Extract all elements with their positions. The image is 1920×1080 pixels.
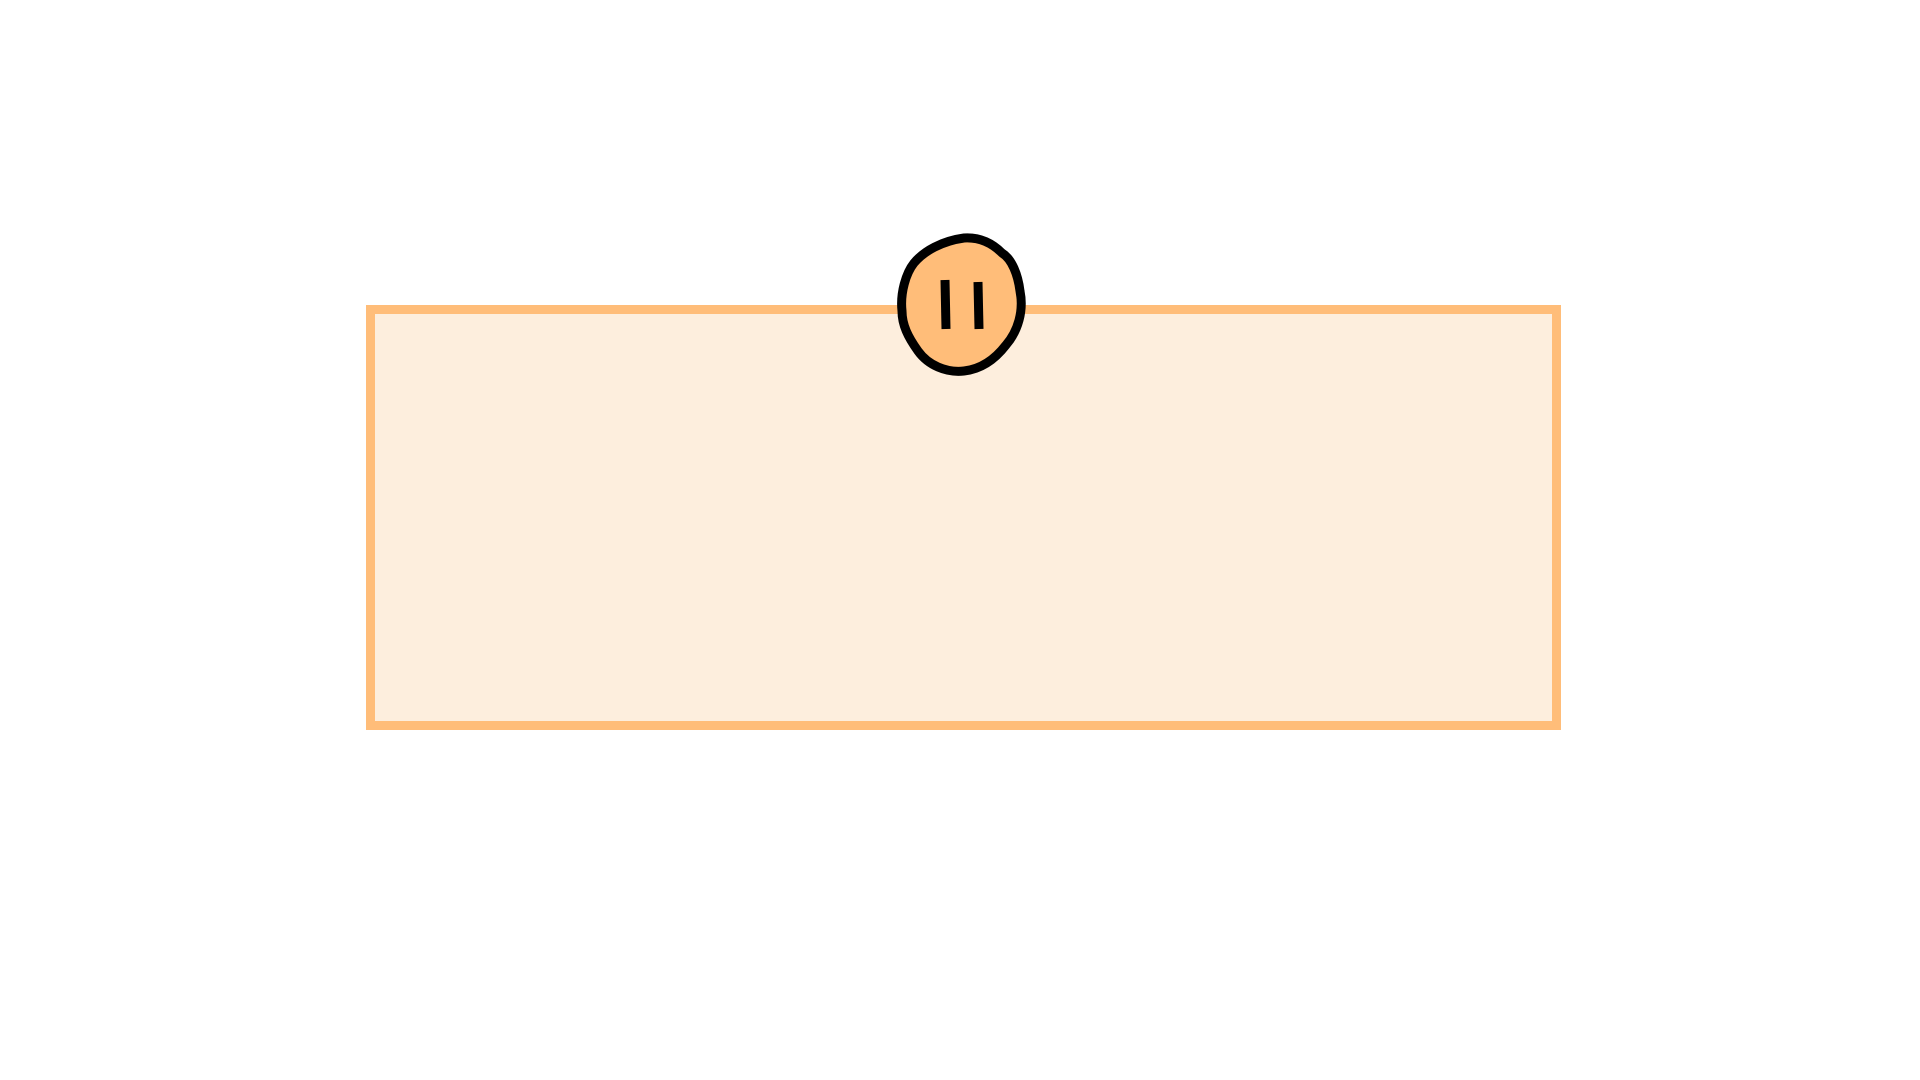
pause-icon <box>897 233 1026 376</box>
pause-button[interactable] <box>894 233 1034 376</box>
